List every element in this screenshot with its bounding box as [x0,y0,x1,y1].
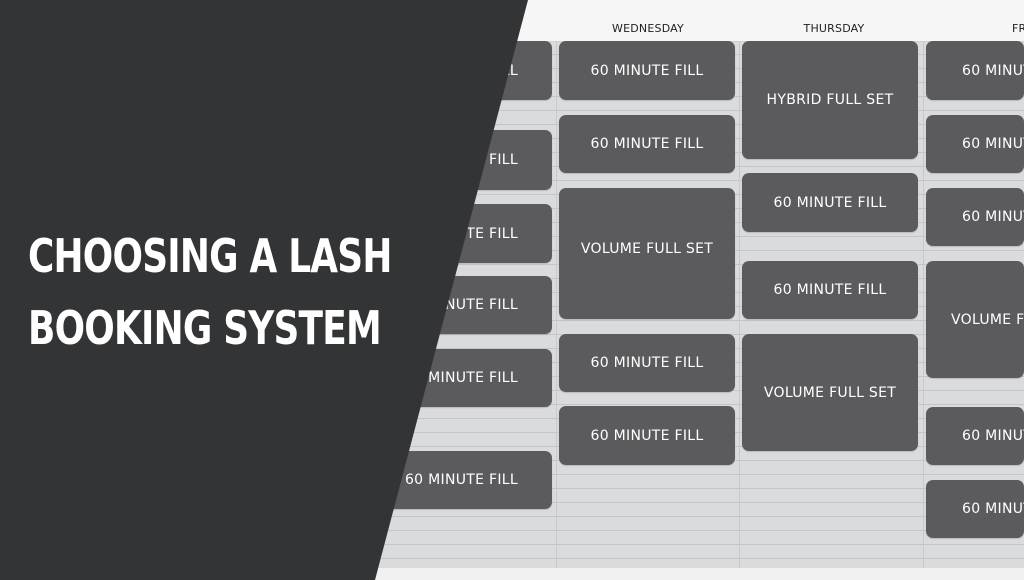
appointment-label: 60 MINUT [962,62,1024,79]
appointment-block[interactable]: 60 MINUTE FILL [372,451,552,509]
calendar-footer [0,568,1024,580]
appointment-block[interactable]: 60 MINUT [926,480,1024,538]
appointment-block[interactable]: 60 MINUTE FILL [372,41,552,100]
appointment-label: 60 MINUTE FILL [590,62,704,79]
appointment-block[interactable]: 60 MINUT [926,188,1024,246]
appointment-label: 60 MINUTE FILL [590,355,704,371]
appointment-block[interactable]: 60 MINUTE FILL [559,41,735,100]
appointment-label: 60 MINUT [962,428,1024,444]
appointment-block[interactable]: 60 MINUT [926,115,1024,173]
appointment-block[interactable]: 60 MINUTE FILL [559,115,735,173]
column-divider [923,41,924,568]
appointment-block[interactable]: 60 MINUTE FILL [372,204,552,263]
appointment-block[interactable]: HYBRID FULL SET [742,41,918,159]
appointment-label: HYBRID FULL SET [766,92,894,108]
appointment-block[interactable]: 60 MINUT [926,407,1024,465]
day-header-friday: FRIDA [1012,22,1024,35]
appointment-block[interactable]: 60 MINUT [926,41,1024,100]
day-header-thursday: THURSDAY [803,22,865,35]
appointment-label: 60 MINUTE FILL [404,472,518,488]
appointment-block[interactable]: VOLUME FULL SET [559,188,735,319]
appointment-block[interactable]: VOLUME FULL SET [742,334,918,451]
day-header-wednesday: WEDNESDAY [612,22,684,35]
headline-line-1: CHOOSING A LASH [28,229,392,283]
appointment-block[interactable]: 60 MINUTE FILL [742,173,918,232]
appointment-label: 60 MINUTE FILL [404,370,518,386]
appointment-label: 60 MINUTE FILL [590,136,704,152]
calendar-header: WEDNESDAY THURSDAY FRIDA [0,0,1024,42]
appointment-label: VOLUME FULL SET [763,384,897,401]
appointment-block[interactable]: VOLUME FU [926,261,1024,378]
appointment-label: 60 MINUT [962,136,1024,152]
appointment-label: VOLUME FULL SET [580,241,714,257]
appointment-label: 60 MINUTE FILL [404,297,518,313]
appointment-label: 60 MINUTE FILL [590,427,704,444]
headline-line-2: BOOKING SYSTEM [28,301,382,355]
appointment-block[interactable]: 60 MINUTE FILL [372,276,552,334]
appointment-block[interactable]: 60 MINUTE FILL [559,334,735,392]
column-divider [739,41,740,568]
appointment-label: 60 MINUTE FILL [773,194,887,211]
appointment-label: 60 MINUTE FILL [404,225,518,242]
appointment-label: 60 MINUTE FILL [404,152,518,168]
appointment-label: 60 MINUTE FILL [773,282,887,298]
appointment-label: VOLUME FU [951,311,1024,328]
appointment-block[interactable]: 60 MINUTE FILL [742,261,918,319]
column-divider [556,41,557,568]
appointment-label: 60 MINUT [962,209,1024,225]
appointment-block[interactable]: 60 MINUTE FILL [559,406,735,465]
appointment-block[interactable]: 60 MINUTE FILL [372,349,552,407]
appointment-label: 60 MINUT [962,501,1024,517]
headline: CHOOSING A LASH BOOKING SYSTEM [28,220,392,364]
appointment-block[interactable]: 60 MINUTE FILL [372,130,552,190]
appointment-label: 60 MINUTE FILL [404,62,518,79]
